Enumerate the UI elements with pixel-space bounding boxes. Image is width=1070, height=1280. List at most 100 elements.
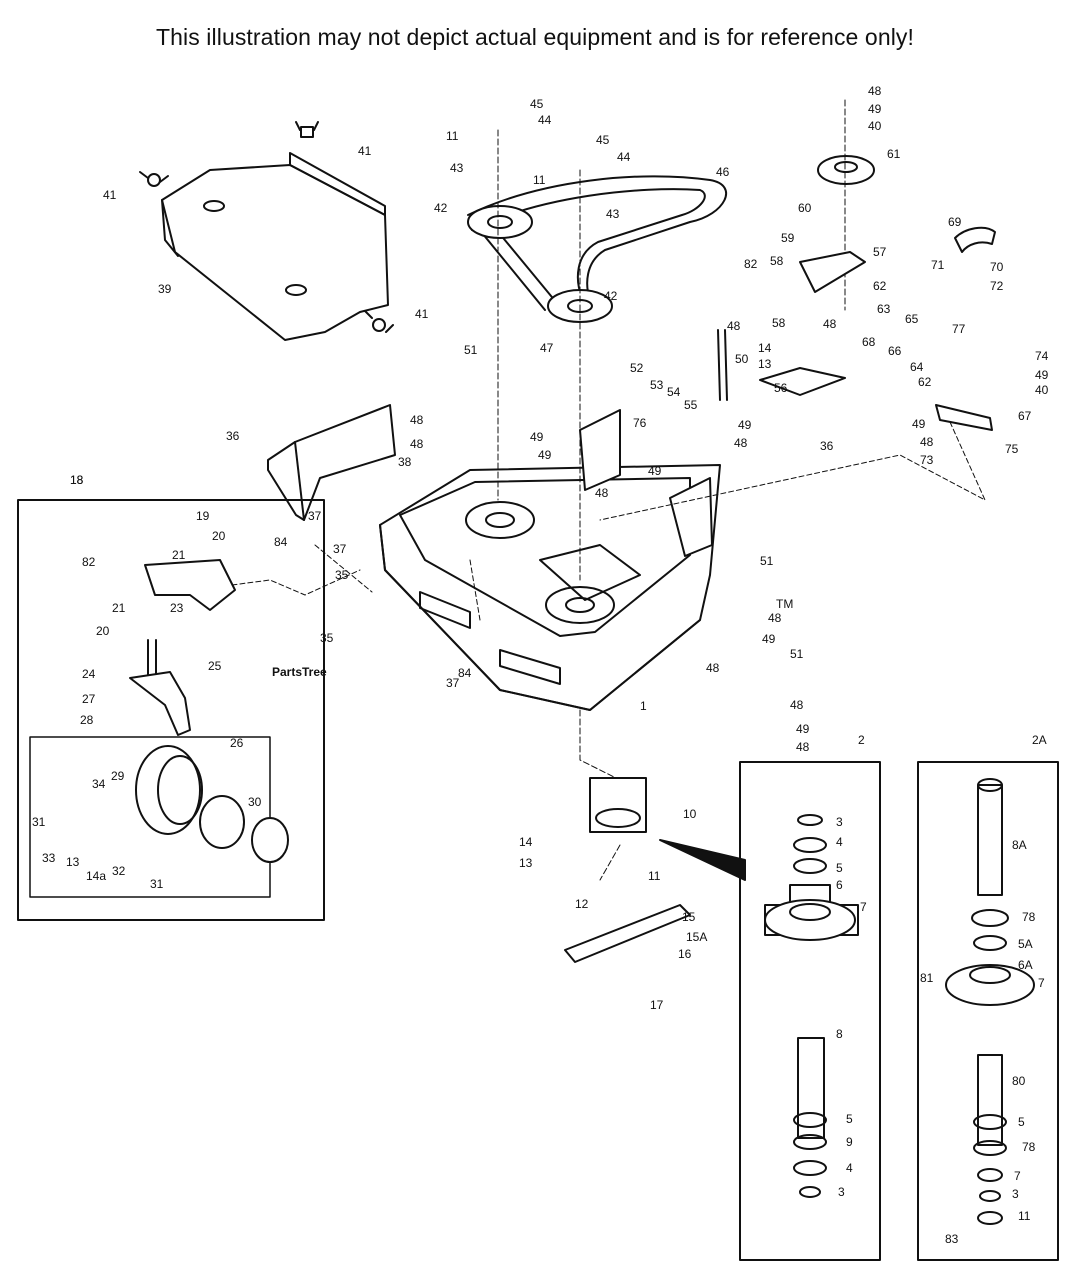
callout-50: 50 <box>735 352 749 366</box>
caster-wheel <box>135 745 289 863</box>
callout-82: 82 <box>744 257 758 271</box>
callout-7: 7 <box>1014 1169 1021 1183</box>
spindle-2-parts <box>764 814 859 1198</box>
callout-7: 7 <box>1038 976 1045 990</box>
callout-48: 48 <box>727 319 741 333</box>
callout-14: 14 <box>758 341 772 355</box>
callout-18: 18 <box>70 473 84 487</box>
callout-49: 49 <box>762 632 776 646</box>
callout-4: 4 <box>836 835 843 849</box>
wing-nut-41a <box>295 121 319 138</box>
inset-label-2: 2 <box>858 733 865 747</box>
inset-label-2a: 2A <box>1032 733 1047 747</box>
callout-55: 55 <box>684 398 698 412</box>
callout-49: 49 <box>738 418 752 432</box>
callout-51: 51 <box>760 554 774 568</box>
callout-59: 59 <box>781 231 795 245</box>
wing-nut-41b <box>139 171 169 187</box>
callout-24: 24 <box>82 667 96 681</box>
callout-19: 19 <box>196 509 210 523</box>
callout-73: 73 <box>920 453 934 467</box>
deck-cover-plate <box>161 152 389 341</box>
callout-48: 48 <box>410 437 424 451</box>
blade <box>564 904 691 963</box>
spindle-inset-box <box>739 761 881 1261</box>
callout-51: 51 <box>790 647 804 661</box>
callout-64: 64 <box>910 360 924 374</box>
callout-14: 14 <box>519 835 533 849</box>
callout-6A: 6A <box>1018 958 1033 972</box>
callout-70: 70 <box>990 260 1004 274</box>
callout-28: 28 <box>80 713 94 727</box>
callout-13: 13 <box>66 855 80 869</box>
callout-63: 63 <box>877 302 891 316</box>
callout-5: 5 <box>846 1112 853 1126</box>
callout-48: 48 <box>796 740 810 754</box>
callout-46: 46 <box>716 165 730 179</box>
leader-lines <box>231 421 986 621</box>
callout-16: 16 <box>678 947 692 961</box>
deflector-shield <box>267 404 396 521</box>
callout-61: 61 <box>887 147 901 161</box>
callout-72: 72 <box>990 279 1004 293</box>
callout-7: 7 <box>860 900 867 914</box>
callout-10: 10 <box>683 807 697 821</box>
callout-66: 66 <box>888 344 902 358</box>
callout-67: 67 <box>1018 409 1032 423</box>
caster-inset-box <box>17 499 325 921</box>
callout-49: 49 <box>912 417 926 431</box>
callout-56: 56 <box>774 381 788 395</box>
callout-5A: 5A <box>1018 937 1033 951</box>
callout-68: 68 <box>862 335 876 349</box>
callout-13: 13 <box>519 856 533 870</box>
callout-74: 74 <box>1035 349 1049 363</box>
spindle-pointer <box>659 839 746 881</box>
callout-14a: 14a <box>86 869 106 883</box>
spindle-2a-parts <box>945 778 1035 1225</box>
callout-20: 20 <box>96 624 110 638</box>
callout-44: 44 <box>538 113 552 127</box>
callout-71: 71 <box>931 258 945 272</box>
callout-62: 62 <box>918 375 932 389</box>
disclaimer-text: This illustration may not depict actual … <box>155 24 915 50</box>
callout-21: 21 <box>112 601 126 615</box>
callout-45: 45 <box>530 97 544 111</box>
callout-41: 41 <box>415 307 429 321</box>
callout-78: 78 <box>1022 1140 1036 1154</box>
callout-54: 54 <box>667 385 681 399</box>
callout-41: 41 <box>103 188 117 202</box>
callout-84: 84 <box>458 666 472 680</box>
callout-42: 42 <box>604 289 618 303</box>
callout-49: 49 <box>530 430 544 444</box>
callout-38: 38 <box>398 455 412 469</box>
callout-48: 48 <box>595 486 609 500</box>
callout-77: 77 <box>952 322 966 336</box>
callout-49: 49 <box>648 464 662 478</box>
watermark-tm: TM <box>776 597 793 611</box>
callout-60: 60 <box>798 201 812 215</box>
callout-49: 49 <box>538 448 552 462</box>
caster-arm <box>129 559 236 736</box>
callout-75: 75 <box>1005 442 1019 456</box>
callout-40: 40 <box>1035 383 1049 397</box>
spindle-housing <box>589 777 647 833</box>
callout-48: 48 <box>868 84 882 98</box>
pulley-61 <box>817 155 875 185</box>
callout-42: 42 <box>434 201 448 215</box>
callout-69: 69 <box>948 215 962 229</box>
callout-81: 81 <box>920 971 934 985</box>
callout-41: 41 <box>358 144 372 158</box>
callout-48: 48 <box>706 661 720 675</box>
callout-48: 48 <box>768 611 782 625</box>
callout-48: 48 <box>920 435 934 449</box>
callout-11: 11 <box>1018 1209 1031 1223</box>
callout-39: 39 <box>158 282 172 296</box>
callout-3: 3 <box>838 1185 845 1199</box>
callout-47: 47 <box>540 341 554 355</box>
callout-34: 34 <box>92 777 106 791</box>
callout-11: 11 <box>648 869 661 883</box>
callout-84: 84 <box>274 535 288 549</box>
callout-58: 58 <box>770 254 784 268</box>
wing-nut-41c <box>364 310 394 333</box>
callout-58: 58 <box>772 316 786 330</box>
